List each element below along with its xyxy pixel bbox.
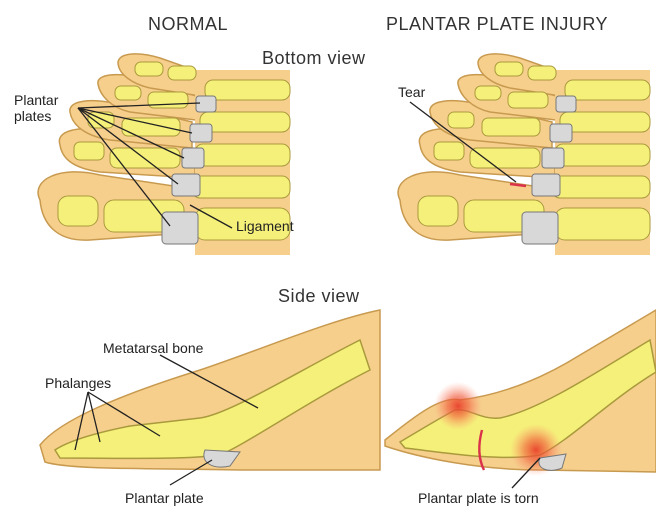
injured-foot-bottom-view	[398, 54, 650, 255]
plantar-plate-torn-label: Plantar plate is torn	[418, 490, 539, 506]
normal-foot-side-view	[40, 310, 380, 485]
plantar-plates-label: Plantar plates	[14, 92, 58, 124]
ligament-label: Ligament	[236, 218, 294, 234]
inflammation-toe	[434, 382, 482, 430]
tear-label: Tear	[398, 84, 425, 100]
metatarsal-bone-label: Metatarsal bone	[103, 340, 203, 356]
injured-foot-side-view	[385, 310, 656, 488]
phalanges-label: Phalanges	[45, 375, 111, 391]
plantar-plate-label: Plantar plate	[125, 490, 204, 506]
